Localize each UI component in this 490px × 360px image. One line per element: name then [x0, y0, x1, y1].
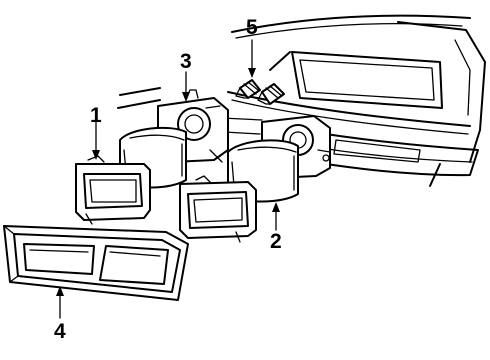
headlamp-bezel — [3, 225, 189, 301]
callout-5: 5 — [246, 16, 258, 39]
headlamp-bulb-left — [235, 79, 261, 99]
callout-1: 1 — [90, 104, 102, 127]
callout-4: 4 — [54, 320, 66, 343]
callout-3: 3 — [180, 50, 192, 73]
callout-leaders — [56, 39, 280, 319]
headlamp-retaining-ring-right — [179, 175, 257, 243]
headlamp-bulb-right — [257, 83, 285, 105]
headlamp-retaining-ring-left — [75, 155, 151, 225]
callout-2: 2 — [270, 230, 282, 253]
